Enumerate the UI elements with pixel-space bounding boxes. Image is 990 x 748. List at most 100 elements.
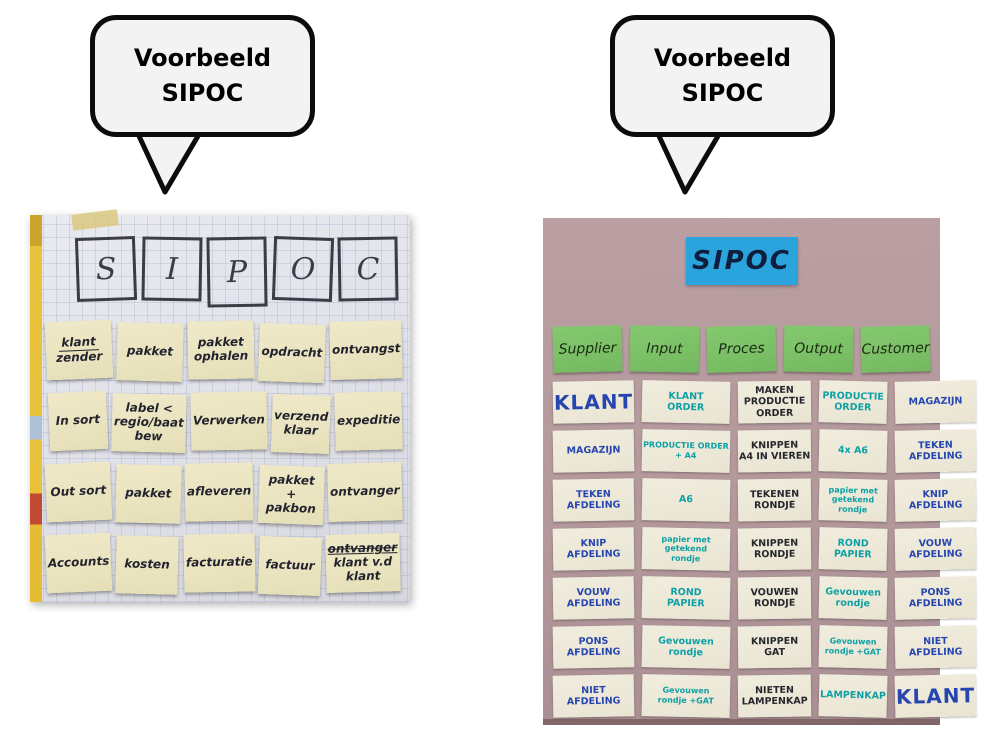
note-line: klant	[346, 568, 381, 584]
note-line: PRODUCTIE	[822, 389, 885, 403]
column-header-row: Supplier Input Proces Output Customer	[543, 325, 940, 373]
note-line: In sort	[55, 412, 101, 429]
note-line: Verwerken	[192, 412, 265, 428]
note-line: ontvangst	[331, 341, 401, 357]
note-line: opdracht	[260, 344, 323, 361]
note-line: AFDELING	[908, 450, 963, 463]
sticky-note: MAGAZIJN	[894, 380, 977, 424]
sticky-note: A6	[641, 478, 731, 522]
note-line: PAPIER	[833, 548, 872, 561]
note-line: RONDJE	[753, 597, 796, 610]
note-line: LAMPENKAP	[819, 689, 887, 703]
sticky-note: opdracht	[257, 322, 326, 384]
sticky-note: Accounts	[44, 532, 113, 594]
note-line: KNIPPEN	[750, 439, 799, 451]
note-line: KNIP	[580, 537, 607, 549]
note-line: ontvanger	[330, 483, 401, 500]
sticky-note: kosten	[115, 535, 180, 595]
note-line: zender	[55, 348, 103, 365]
header-note-customer: Customer	[860, 325, 931, 373]
note-line: + A4	[675, 450, 697, 461]
note-line: A4 IN VIEREN	[738, 450, 811, 463]
note-line: AFDELING	[908, 597, 963, 610]
sticky-note: pakket	[116, 322, 184, 382]
note-line: NIETEN	[754, 684, 794, 696]
note-line: KLANT	[895, 683, 976, 709]
speech-bubble-left: Voorbeeld SIPOC	[90, 15, 315, 137]
sticky-note: ontvangst	[328, 320, 403, 380]
note-line: VOUW	[918, 537, 953, 549]
sipoc-title-text: SIPOC	[692, 246, 791, 276]
bubble-text-line1: Voorbeeld	[133, 44, 272, 73]
note-line: PRODUCTIE	[743, 395, 806, 408]
sticky-note: KLANT	[894, 674, 977, 718]
bubble-text-line1: Voorbeeld	[653, 44, 792, 73]
note-line: TEKEN	[575, 488, 611, 500]
note-line: LAMPENKAP	[741, 695, 808, 708]
note-line: ORDER	[755, 407, 794, 419]
note-line: KLANT	[553, 389, 634, 415]
sipoc-letter-boxes: S I P O C	[74, 235, 399, 308]
sticky-note: MAGAZIJN	[552, 429, 635, 473]
letter-box-p: P	[206, 236, 268, 308]
note-line: PONS	[578, 635, 609, 647]
note-line: KNIP	[922, 488, 949, 500]
letter-box-s: S	[74, 235, 138, 303]
note-line: rondje	[671, 553, 701, 564]
sticky-note: In sort	[47, 390, 109, 452]
note-line: MAKEN	[754, 384, 794, 397]
note-line: kosten	[124, 556, 171, 572]
sticky-note: 4x A6	[818, 429, 888, 473]
note-line: AFDELING	[566, 597, 621, 610]
note-line: AFDELING	[908, 646, 963, 659]
sticky-note: factuur	[258, 535, 323, 597]
note-line: expeditie	[336, 412, 401, 428]
note-line: pakket	[126, 343, 174, 359]
note-line: MAGAZIJN	[566, 444, 621, 457]
header-note-input: Input	[629, 325, 700, 373]
note-line: ROND	[837, 537, 869, 550]
note-line: 4x A6	[837, 444, 869, 457]
note-line: facturatie	[185, 554, 253, 570]
speech-bubble-right: Voorbeeld SIPOC	[610, 15, 835, 137]
note-line: TEKEN	[917, 439, 953, 451]
note-line: pakbon	[265, 500, 316, 516]
note-line: AFDELING	[566, 499, 621, 512]
note-line: NIET	[923, 635, 948, 647]
note-line: Accounts	[47, 553, 110, 571]
note-line: ROND	[670, 586, 702, 598]
note-line: AFDELING	[566, 695, 621, 708]
tape-piece	[71, 209, 119, 231]
note-line: AFDELING	[908, 499, 963, 512]
note-line: RONDJE	[753, 548, 796, 561]
note-line: MAGAZIJN	[908, 395, 963, 408]
note-line: bew	[134, 428, 163, 444]
sticky-note: KLANT	[552, 380, 635, 424]
note-line: AFDELING	[566, 548, 621, 561]
